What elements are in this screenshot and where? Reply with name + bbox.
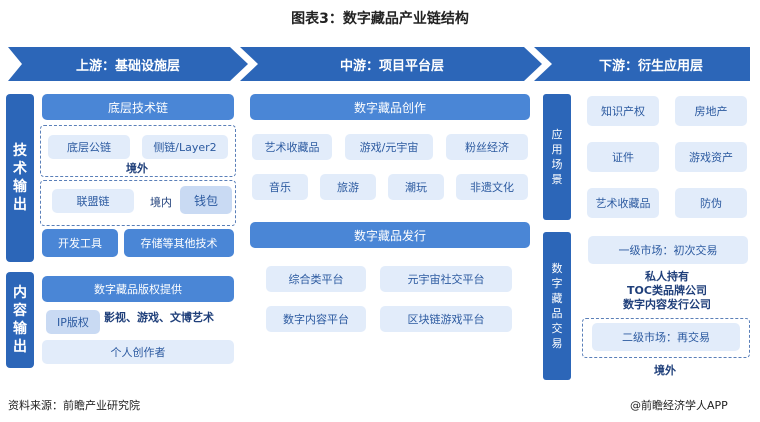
creation-item: 粉丝经济: [446, 134, 528, 160]
scenario-item: 游戏资产: [675, 142, 747, 172]
holder-item: TOC类品牌公司: [627, 284, 707, 297]
scenario-item: 知识产权: [587, 96, 659, 126]
issuance-item: 综合类平台: [266, 266, 366, 292]
stage-upstream: 上游：基础设施层: [75, 58, 180, 74]
chart-title: 图表3：数字藏品产业链结构: [291, 11, 469, 27]
scenarios-text: 应用场景: [551, 128, 563, 186]
offshore-label: 境外: [126, 162, 148, 175]
issuance-box: 数字藏品发行: [250, 222, 530, 248]
copyright-box: 数字藏品版权提供: [42, 276, 234, 302]
domestic-group: [40, 180, 236, 226]
holders-list: 私人持有 TOC类品牌公司 数字内容发行公司: [582, 270, 752, 312]
content-output-text: 内容输出: [13, 285, 27, 355]
issuance-item: 数字内容平台: [266, 306, 366, 332]
secondary-market-box: 二级市场：再交易: [592, 323, 740, 351]
alliance-chain-box: 联盟链: [52, 189, 134, 213]
trading-label: 数字藏品交易: [543, 232, 571, 380]
content-types-text: 影视、游戏、文博艺术: [104, 311, 214, 324]
scenario-item: 防伪: [675, 188, 747, 218]
stage-midstream: 中游：项目平台层: [339, 58, 444, 74]
upstream-arrow: [8, 47, 248, 81]
base-chain-box: 底层技术链: [42, 94, 234, 120]
creation-item: 潮玩: [388, 174, 444, 200]
offshore-trading-group: [582, 318, 750, 358]
midstream-arrow: [240, 47, 542, 81]
creation-item: 音乐: [252, 174, 308, 200]
dev-tools-box: 开发工具: [42, 229, 118, 257]
creation-item: 非遗文化: [456, 174, 528, 200]
stage-arrows: [8, 47, 750, 81]
domestic-label: 境内: [150, 196, 172, 209]
offshore-group: [40, 125, 236, 177]
content-output-label: 内容输出: [6, 272, 34, 368]
creation-item: 旅游: [320, 174, 376, 200]
downstream-arrow: [534, 47, 750, 81]
issuance-item: 元宇宙社交平台: [380, 266, 512, 292]
storage-box: 存储等其他技术: [124, 229, 234, 257]
scenarios-label: 应用场景: [543, 94, 571, 220]
creation-box: 数字藏品创作: [250, 94, 530, 120]
wallet-box: 钱包: [180, 186, 232, 214]
stage-downstream: 下游：衍生应用层: [598, 58, 703, 74]
tech-output-label: 技术输出: [6, 94, 34, 262]
scenario-item: 证件: [587, 142, 659, 172]
individual-creator-box: 个人创作者: [42, 340, 234, 364]
issuance-item: 区块链游戏平台: [380, 306, 512, 332]
creation-item: 游戏/元宇宙: [345, 134, 433, 160]
side-chain-box: 侧链/Layer2: [142, 135, 228, 159]
holder-item: 数字内容发行公司: [623, 298, 711, 311]
primary-market-box: 一级市场：初次交易: [588, 236, 748, 264]
source-text: 资料来源：前瞻产业研究院: [8, 399, 140, 412]
brand-text: @前瞻经济学人APP: [630, 399, 728, 412]
tech-output-text: 技术输出: [13, 143, 27, 213]
public-chain-box: 底层公链: [48, 135, 130, 159]
trading-text: 数字藏品交易: [551, 262, 563, 350]
scenario-item: 房地产: [675, 96, 747, 126]
holder-item: 私人持有: [645, 270, 689, 283]
scenario-item: 艺术收藏品: [587, 188, 659, 218]
creation-item: 艺术收藏品: [252, 134, 332, 160]
ip-rights-box: IP版权: [46, 310, 100, 334]
offshore-trading-label: 境外: [654, 364, 676, 377]
